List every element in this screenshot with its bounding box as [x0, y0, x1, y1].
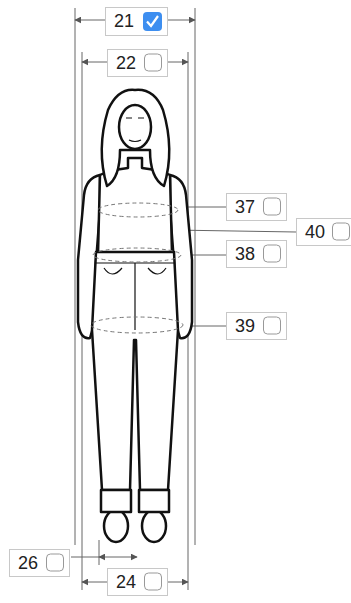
callout-box: 38 [226, 240, 287, 268]
waist-loop [93, 248, 181, 262]
left-foot [104, 510, 128, 542]
right-foot [142, 510, 166, 542]
pocket [148, 268, 166, 274]
callout-number: 39 [235, 313, 255, 339]
right-cuff [139, 490, 169, 512]
dimension-line [99, 557, 137, 558]
checkbox [145, 54, 162, 71]
extension-line [99, 540, 100, 565]
figure-details [95, 118, 175, 330]
checkbox [264, 245, 281, 262]
callout-number: 24 [116, 569, 136, 595]
callout-number: 22 [116, 50, 136, 76]
checkbox [333, 223, 350, 240]
woman-figure [78, 90, 192, 542]
mouth [129, 140, 141, 142]
extension-line [75, 8, 76, 545]
callout-box: 21 [105, 7, 168, 36]
extension-line [195, 8, 196, 545]
check-mark [147, 16, 158, 26]
callout-number: 26 [18, 550, 38, 576]
eyes [126, 117, 144, 118]
callout-number: 21 [114, 8, 134, 35]
hip-loop [91, 317, 183, 333]
callout-box: 22 [107, 49, 168, 77]
fly-seam [134, 263, 135, 330]
left-cuff [101, 490, 131, 512]
girth-loops [91, 203, 183, 333]
head [119, 105, 151, 149]
callout-number: 37 [235, 194, 255, 220]
hair [102, 90, 170, 186]
callout-number: 38 [235, 241, 255, 267]
pocket [104, 268, 122, 274]
checkbox [145, 573, 162, 590]
callout-number: 40 [305, 219, 325, 245]
checkbox [264, 317, 281, 334]
checkbox-checked [143, 12, 162, 31]
callout-box: 37 [226, 193, 287, 221]
callout-box: 26 [9, 549, 70, 577]
callout-box: 40 [296, 218, 351, 246]
jeans [92, 252, 178, 490]
dimension-lines [71, 8, 296, 590]
leader-line [71, 557, 99, 558]
chest-loop [98, 203, 178, 217]
checkboxes [47, 12, 350, 590]
callout-box: 24 [107, 568, 168, 596]
callout-box: 39 [226, 312, 287, 340]
checkbox [264, 198, 281, 215]
checkbox [47, 554, 64, 571]
